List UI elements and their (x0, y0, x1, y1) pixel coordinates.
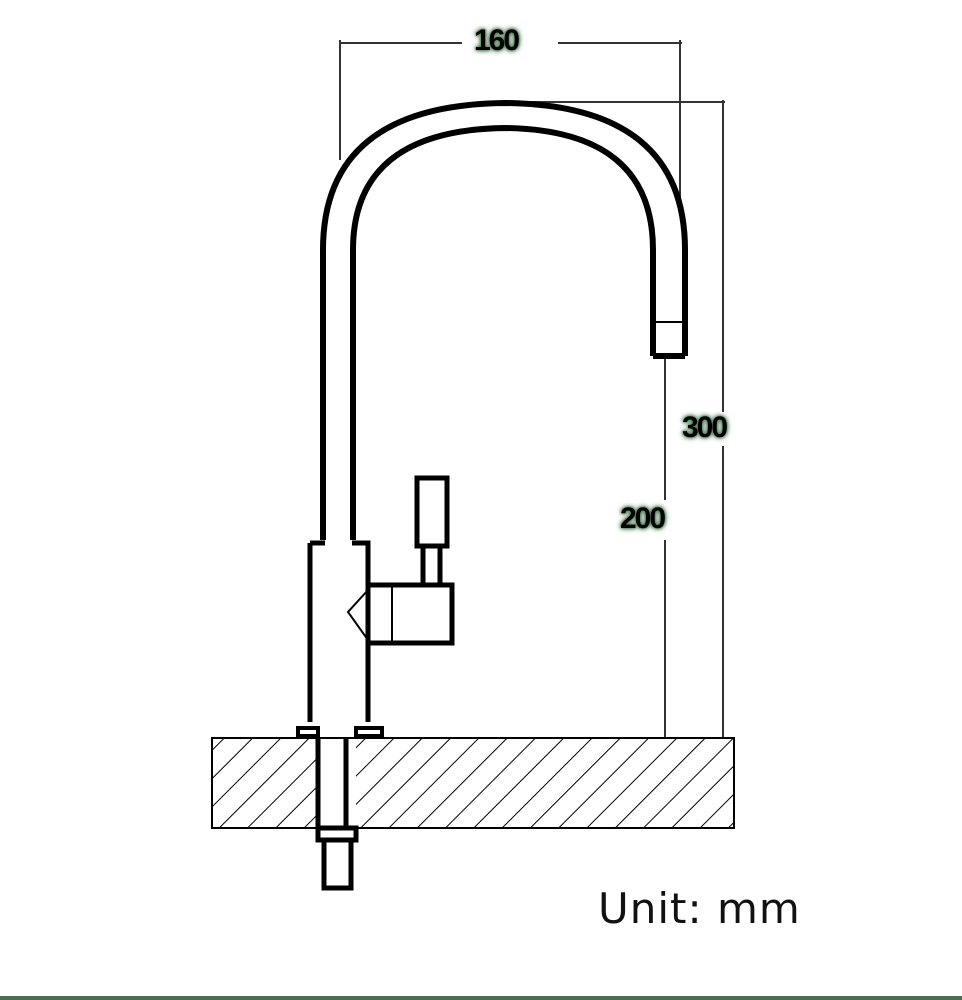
bottom-border (0, 996, 962, 1000)
dimension-label-300: 300 (682, 411, 728, 444)
dimension-300 (505, 100, 725, 738)
mount-flanges (296, 726, 384, 738)
faucet-shank (315, 825, 359, 891)
dimension-label-160: 160 (474, 24, 520, 57)
faucet-body (307, 540, 455, 722)
countertop (211, 737, 735, 829)
dimension-160 (339, 40, 682, 215)
faucet-handle (414, 475, 450, 585)
unit-label: Unit: mm (598, 884, 801, 933)
dimension-label-200: 200 (620, 502, 666, 535)
faucet-spout (320, 99, 688, 540)
